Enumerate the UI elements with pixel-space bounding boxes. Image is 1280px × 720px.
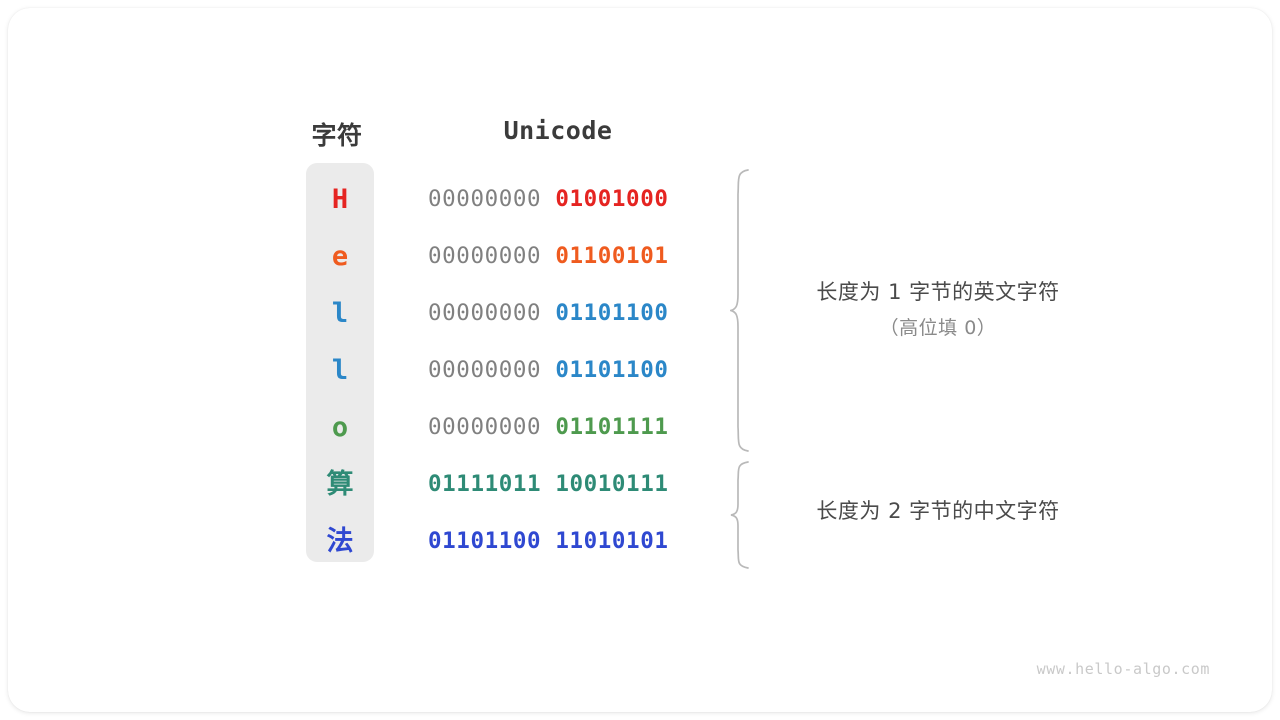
column-header-unicode: Unicode [503,116,613,145]
row-unicode-bits: 00000000 01101100 [428,342,690,399]
annotation-english-line2: （高位填 0） [879,317,997,339]
row-character: 算 [326,469,354,500]
row-character: H [331,184,349,215]
encoding-row: e 00000000 01100101 [8,228,1272,285]
row-character: o [331,412,349,443]
encoding-row: o 00000000 01101111 [8,399,1272,456]
encoding-row: H 00000000 01001000 [8,171,1272,228]
low-byte: 10010111 [555,471,669,497]
high-byte: 00000000 [428,243,542,269]
brace-chinese-group [730,460,756,570]
row-unicode-bits: 00000000 01101100 [428,285,690,342]
high-byte: 00000000 [428,357,542,383]
high-byte: 00000000 [428,186,542,212]
encoding-row: 法 01101100 11010101 [8,513,1272,570]
row-character: e [331,241,349,272]
encoding-row: l 00000000 01101100 [8,285,1272,342]
row-unicode-bits: 01101100 11010101 [428,513,690,570]
row-unicode-bits: 00000000 01101111 [428,399,690,456]
row-character: l [331,355,349,386]
encoding-row: 算 01111011 10010111 [8,456,1272,513]
low-byte: 01101100 [555,357,669,383]
low-byte: 01101111 [555,414,669,440]
low-byte: 01001000 [555,186,669,212]
row-unicode-bits: 00000000 01100101 [428,228,690,285]
row-character: 法 [326,526,354,557]
row-character: l [331,298,349,329]
low-byte: 01100101 [555,243,669,269]
high-byte: 01111011 [428,471,542,497]
low-byte: 11010101 [555,528,669,554]
annotation-english-group: 长度为 1 字节的英文字符 （高位填 0） [768,276,1108,340]
annotation-english-line1: 长度为 1 字节的英文字符 [816,280,1060,304]
column-header-character: 字符 [311,121,363,150]
high-byte: 00000000 [428,300,542,326]
character-column-background [306,163,374,562]
high-byte: 01101100 [428,528,542,554]
encoding-row: l 00000000 01101100 [8,342,1272,399]
row-unicode-bits: 01111011 10010111 [428,456,690,513]
site-watermark: www.hello-algo.com [1036,660,1210,678]
high-byte: 00000000 [428,414,542,440]
brace-english-group [730,168,756,453]
row-unicode-bits: 00000000 01001000 [428,171,690,228]
low-byte: 01101100 [555,300,669,326]
annotation-chinese-group: 长度为 2 字节的中文字符 [768,495,1108,525]
annotation-chinese-line1: 长度为 2 字节的中文字符 [816,499,1060,523]
figure-card: 字符 Unicode H 00000000 01001000 e 00000000 0… [8,8,1272,712]
unicode-encoding-figure: 字符 Unicode H 00000000 01001000 e 00000000 0… [8,8,1272,712]
